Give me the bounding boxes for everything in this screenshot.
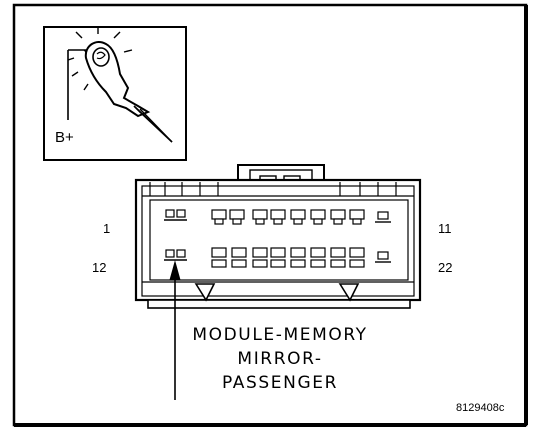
cavity-15 — [252, 247, 268, 268]
test-light-probe-icon — [67, 28, 173, 143]
cavity-6 — [290, 209, 306, 225]
cavity-12 — [164, 249, 187, 261]
cavity-18 — [310, 247, 326, 268]
pin-label-bottom-left: 12 — [92, 260, 107, 275]
cavity-17 — [290, 247, 306, 268]
top-row-cavities — [164, 209, 391, 225]
caption-line-3: PASSENGER — [222, 373, 338, 393]
cavity-16 — [270, 247, 286, 268]
cavity-11 — [375, 211, 391, 223]
pointer-arrow — [169, 260, 181, 400]
cavity-9 — [349, 209, 365, 225]
pin-label-bottom-right: 22 — [438, 260, 453, 275]
cavity-22 — [375, 251, 391, 263]
pin-label-top-left: 1 — [103, 221, 111, 236]
cavity-20 — [349, 247, 365, 268]
cavity-1 — [164, 209, 187, 221]
connector-face-icon — [134, 164, 422, 309]
cavity-5 — [270, 209, 286, 225]
cavity-7 — [310, 209, 326, 225]
cavity-14 — [231, 247, 247, 268]
bottom-row-cavities — [164, 247, 391, 268]
probe-inset — [43, 26, 187, 161]
cavity-8 — [330, 209, 346, 225]
cavity-3 — [229, 209, 245, 225]
caption-line-1: MODULE-MEMORY — [192, 325, 368, 345]
cavity-19 — [330, 247, 346, 268]
cavity-13 — [211, 247, 227, 268]
caption-line-2: MIRROR- — [237, 349, 323, 369]
pin-label-top-right: 11 — [438, 221, 452, 236]
cavity-2 — [211, 209, 227, 225]
probe-supply-label: B+ — [55, 129, 74, 146]
cavity-4 — [252, 209, 268, 225]
figure-number: 8129408c — [456, 402, 505, 414]
